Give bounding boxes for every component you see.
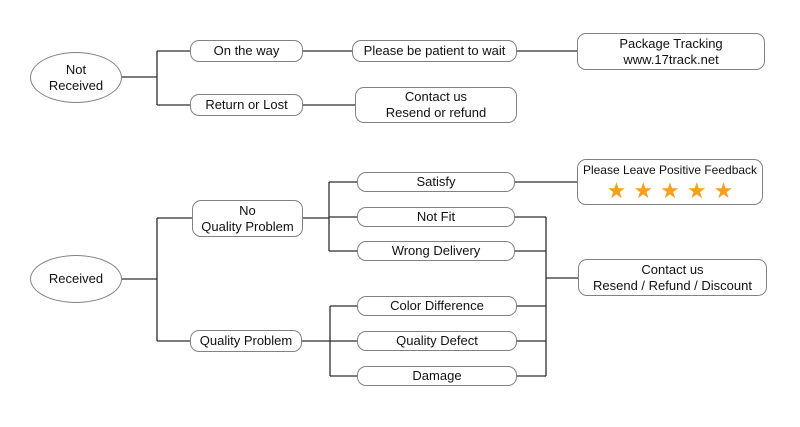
star-icon: ★ <box>713 178 734 203</box>
node-contact-resend-refund: Contact us Resend or refund <box>355 87 517 123</box>
node-received: Received <box>30 255 122 303</box>
node-satisfy: Satisfy <box>357 172 515 192</box>
node-quality-defect: Quality Defect <box>357 331 517 351</box>
node-damage: Damage <box>357 366 517 386</box>
node-not-received: Not Received <box>30 52 122 103</box>
positive-feedback-label: Please Leave Positive Feedback <box>582 163 758 177</box>
node-quality-problem: Quality Problem <box>190 330 302 352</box>
node-wrong-delivery: Wrong Delivery <box>357 241 515 261</box>
node-package-tracking: Package Tracking www.17track.net <box>577 33 765 70</box>
node-not-fit: Not Fit <box>357 207 515 227</box>
node-color-difference: Color Difference <box>357 296 517 316</box>
star-icon: ★ <box>686 178 707 203</box>
star-rating: ★★★★★ <box>603 179 737 203</box>
node-no-quality-problem: No Quality Problem <box>192 200 303 237</box>
node-return-or-lost: Return or Lost <box>190 94 303 116</box>
node-on-the-way: On the way <box>190 40 303 62</box>
node-contact-resend-refund-discount: Contact us Resend / Refund / Discount <box>578 259 767 296</box>
node-please-be-patient: Please be patient to wait <box>352 40 517 62</box>
node-positive-feedback: Please Leave Positive Feedback ★★★★★ <box>577 159 763 205</box>
star-icon: ★ <box>660 178 680 203</box>
star-icon: ★ <box>606 178 627 203</box>
star-icon: ★ <box>633 178 654 203</box>
